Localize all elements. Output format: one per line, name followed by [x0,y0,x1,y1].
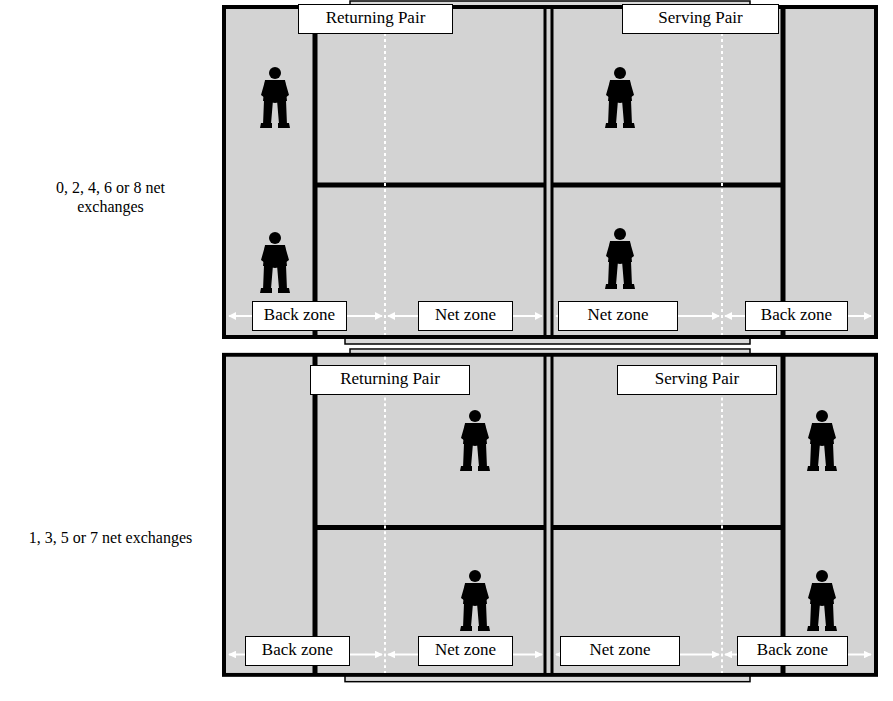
padel-court [224,1,876,344]
zone-label: Net zone [558,301,678,331]
player-figure [605,67,635,128]
label-text: Returning Pair [340,369,440,388]
label-text: Net zone [590,640,651,659]
court-surface [224,7,876,337]
zone-label: Back zone [245,636,350,666]
label-text: Back zone [262,640,333,659]
player-figure [260,232,290,293]
center-line [552,183,783,188]
label-text: Net zone [588,305,649,324]
player-figure [260,67,290,128]
net-line [551,7,554,337]
label-text: Back zone [264,305,335,324]
label-text: Net zone [435,640,496,659]
player-figure [460,570,490,631]
padel-court [224,349,876,682]
pair-label: Returning Pair [298,4,453,34]
zone-label: Back zone [737,636,848,666]
zone-divider [721,9,723,335]
net-line [544,7,547,337]
exchange-count-label: 0, 2, 4, 6 or 8 net exchanges [28,178,193,216]
zone-label: Net zone [560,636,680,666]
zone-label: Back zone [745,301,848,331]
pair-label: Returning Pair [310,365,470,395]
service-line [781,7,786,337]
label-text: Serving Pair [655,369,740,388]
pair-label: Serving Pair [622,4,779,34]
exchange-count-label: 1, 3, 5 or 7 net exchanges [28,528,193,547]
label-text: Serving Pair [658,8,743,27]
zone-label: Net zone [418,636,513,666]
center-line [315,183,545,188]
zone-label: Net zone [418,301,513,331]
label-text: Returning Pair [326,8,426,27]
label-text: Net zone [435,305,496,324]
player-figure [460,410,490,471]
player-figure [807,570,837,631]
pair-label: Serving Pair [617,365,777,395]
label-text: Back zone [757,640,828,659]
service-line [313,7,318,337]
player-figure [807,410,837,471]
zone-label: Back zone [252,301,347,331]
player-figure [605,228,635,289]
zone-divider [384,9,386,335]
label-text: Back zone [761,305,832,324]
